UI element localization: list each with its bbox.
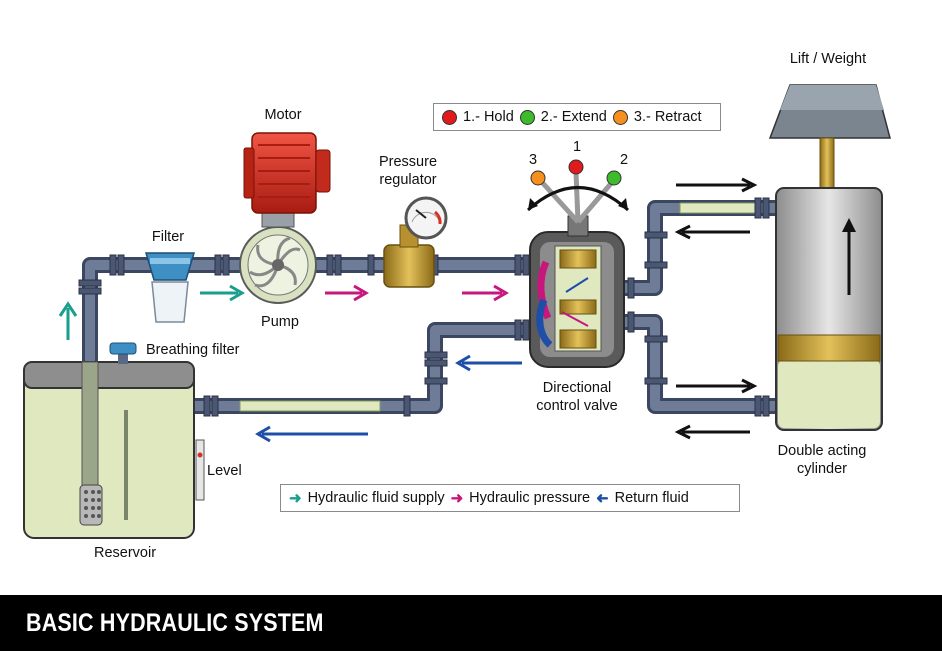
pressure-arrow-icon: ➜ [450, 490, 464, 507]
label-filter: Filter [151, 229, 185, 245]
double-acting-cylinder-icon [768, 84, 891, 431]
label-level: Level [207, 463, 242, 479]
label-motor: Motor [264, 107, 302, 123]
filter-icon [144, 252, 196, 323]
legend-supply: Hydraulic fluid supply [307, 490, 445, 506]
label-lever-2: 2 [619, 152, 629, 168]
directional-valve-icon [526, 159, 630, 368]
footer-bar: BASIC HYDRAULIC SYSTEM [0, 595, 942, 651]
legend-pressure: Hydraulic pressure [469, 490, 591, 506]
level-gauge-icon [195, 439, 205, 501]
valve-positions-legend: 1.- Hold 2.- Extend 3.- Retract [433, 103, 721, 131]
label-reservoir: Reservoir [93, 545, 157, 561]
return-arrow-2 [255, 425, 368, 443]
reservoir [23, 361, 195, 539]
hold-dot-icon [442, 109, 457, 125]
label-lift-weight: Lift / Weight [789, 51, 867, 67]
label-breathing-filter: Breathing filter [146, 342, 240, 358]
label-lever-1: 1 [572, 139, 582, 155]
supply-arrow-icon: ➜ [289, 490, 302, 507]
label-double-acting-2: cylinder [797, 461, 847, 477]
label-directional-valve-2: control valve [536, 398, 618, 414]
breathing-filter-icon [109, 342, 137, 364]
extend-dot-icon [519, 109, 535, 125]
pressure-arrow-2 [462, 284, 509, 302]
label-directional-valve-1: Directional [542, 380, 612, 396]
motor-icon [243, 132, 331, 228]
label-pressure-regulator-2: regulator [379, 172, 437, 188]
return-arrow-1 [455, 354, 522, 372]
legend-hold: 1.- Hold [463, 109, 514, 125]
legend-extend: 2.- Extend [540, 109, 607, 125]
pump-icon [239, 226, 317, 304]
hydraulic-system-diagram [23, 84, 891, 539]
label-pump: Pump [261, 314, 299, 330]
label-double-acting-1: Double acting [777, 443, 867, 459]
flow-arrows [58, 177, 758, 443]
pressure-arrow-1 [325, 284, 369, 302]
label-lever-3: 3 [528, 152, 538, 168]
pipe-fittings [78, 197, 770, 417]
label-pressure-regulator-1: Pressure [378, 154, 438, 170]
footer-title: BASIC HYDRAULIC SYSTEM [26, 609, 324, 637]
retract-dot-icon [612, 109, 628, 125]
supply-arrow-up [58, 301, 78, 340]
legend-retract: 3.- Retract [633, 109, 702, 125]
supply-arrow-right [200, 284, 245, 302]
pressure-regulator-icon [383, 196, 448, 288]
legend-return: Return fluid [614, 490, 689, 506]
flow-legend: ➜ Hydraulic fluid supply ➜ Hydraulic pre… [280, 484, 740, 512]
return-arrow-icon: ➜ [596, 490, 609, 507]
